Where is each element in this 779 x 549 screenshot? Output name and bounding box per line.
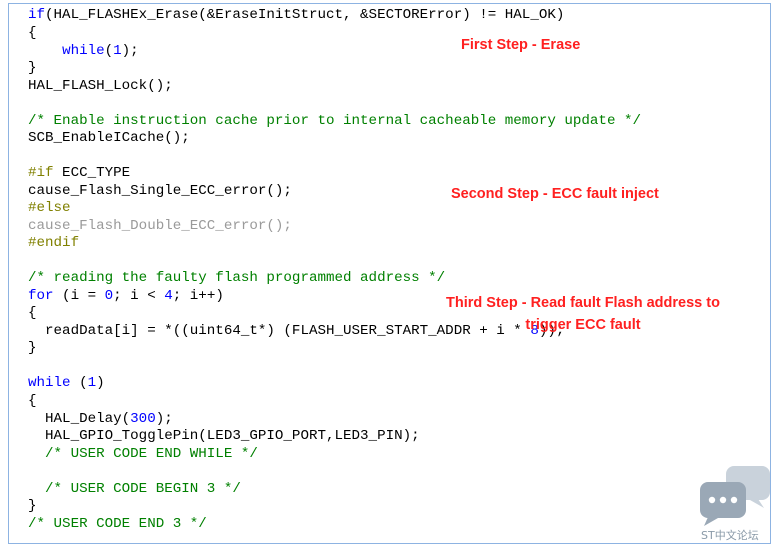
code-line: /* reading the faulty flash programmed a… — [28, 269, 445, 287]
code-line: } — [28, 497, 37, 515]
code-comment: /* USER CODE END 3 */ — [28, 516, 207, 532]
code-line: while(1); — [28, 42, 139, 60]
code-text: { — [28, 305, 37, 321]
code-text: SCB_EnableICache(); — [28, 130, 190, 146]
annotation-second-step: Second Step - ECC fault inject — [451, 186, 659, 202]
code-text: (i = — [53, 288, 105, 304]
code-line: cause_Flash_Single_ECC_error(); — [28, 182, 292, 200]
code-line: for (i = 0; i < 4; i++) — [28, 287, 224, 305]
code-text: )); — [538, 323, 565, 339]
code-comment: /* USER CODE BEGIN 3 */ — [45, 481, 241, 497]
code-number: 0 — [104, 288, 114, 304]
annotation-third-step-line2: trigger ECC fault — [525, 317, 641, 333]
code-line: /* USER CODE END WHILE */ — [28, 445, 258, 463]
chat-bubbles-icon — [700, 466, 770, 526]
code-text — [28, 43, 62, 59]
code-line: HAL_FLASH_Lock(); — [28, 77, 173, 95]
code-keyword: for — [28, 288, 54, 304]
code-text: ); — [121, 43, 139, 59]
code-line: { — [28, 24, 37, 42]
code-text — [28, 481, 45, 497]
annotation-third-step-line1: Third Step - Read fault Flash address to — [446, 295, 720, 311]
code-text: ) — [96, 375, 105, 391]
code-text: ECC_TYPE — [53, 165, 131, 181]
code-line: while (1) — [28, 374, 105, 392]
code-text: { — [28, 25, 37, 41]
code-text: cause_Flash_Single_ECC_error(); — [28, 183, 292, 199]
code-text: } — [28, 60, 37, 76]
code-keyword: while — [28, 375, 71, 391]
code-line: /* USER CODE END 3 */ — [28, 515, 207, 533]
code-number: 4 — [164, 288, 173, 304]
code-keyword: while — [62, 43, 105, 59]
code-line: /* USER CODE BEGIN 3 */ — [28, 480, 241, 498]
code-line: #if ECC_TYPE — [28, 164, 130, 182]
code-text — [28, 446, 45, 462]
code-line: } — [28, 339, 37, 357]
code-inactive: cause_Flash_Double_ECC_error(); — [28, 218, 292, 234]
code-number: 300 — [130, 411, 156, 427]
code-number: 8 — [530, 323, 539, 339]
code-line: HAL_GPIO_TogglePin(LED3_GPIO_PORT,LED3_P… — [28, 427, 420, 445]
watermark-text: ST中文论坛 — [701, 529, 759, 542]
code-text: } — [28, 498, 37, 514]
code-line: /* Enable instruction cache prior to int… — [28, 112, 641, 130]
code-line: #else — [28, 199, 71, 217]
code-line: { — [28, 304, 37, 322]
code-number: 1 — [113, 43, 122, 59]
code-preprocessor: #endif — [28, 235, 80, 251]
code-text: ( — [70, 375, 88, 391]
code-text: HAL_GPIO_TogglePin(LED3_GPIO_PORT,LED3_P… — [28, 428, 420, 444]
code-preprocessor: #else — [28, 200, 71, 216]
code-keyword: if — [28, 7, 46, 23]
code-text: readData[i] = *((uint64_t*) (FLASH_USER_… — [28, 323, 531, 339]
code-line: { — [28, 392, 37, 410]
code-text: ( — [104, 43, 114, 59]
code-text: { — [28, 393, 37, 409]
code-preprocessor: #if — [28, 165, 54, 181]
code-text: HAL_Delay( — [28, 411, 131, 427]
code-text: (HAL_FLASHEx_Erase(&EraseInitStruct, &SE… — [45, 7, 565, 23]
code-comment: /* reading the faulty flash programmed a… — [28, 270, 446, 286]
code-line: #endif — [28, 234, 79, 252]
code-line: SCB_EnableICache(); — [28, 129, 190, 147]
code-text: ); — [155, 411, 173, 427]
code-line: } — [28, 59, 37, 77]
code-text: ; i < — [113, 288, 165, 304]
code-figure-frame — [8, 3, 771, 544]
code-line: readData[i] = *((uint64_t*) (FLASH_USER_… — [28, 322, 564, 340]
annotation-first-step: First Step - Erase — [461, 37, 581, 53]
code-number: 1 — [87, 375, 97, 391]
code-line: HAL_Delay(300); — [28, 410, 173, 428]
code-line: if(HAL_FLASHEx_Erase(&EraseInitStruct, &… — [28, 6, 564, 24]
code-comment: /* USER CODE END WHILE */ — [45, 446, 258, 462]
code-text: ; i++) — [172, 288, 224, 304]
code-line: cause_Flash_Double_ECC_error(); — [28, 217, 292, 235]
code-text: HAL_FLASH_Lock(); — [28, 78, 173, 94]
code-comment: /* Enable instruction cache prior to int… — [28, 113, 641, 129]
code-text: } — [28, 340, 37, 356]
annotation-third-step: Third Step - Read fault Flash address to… — [446, 292, 720, 336]
